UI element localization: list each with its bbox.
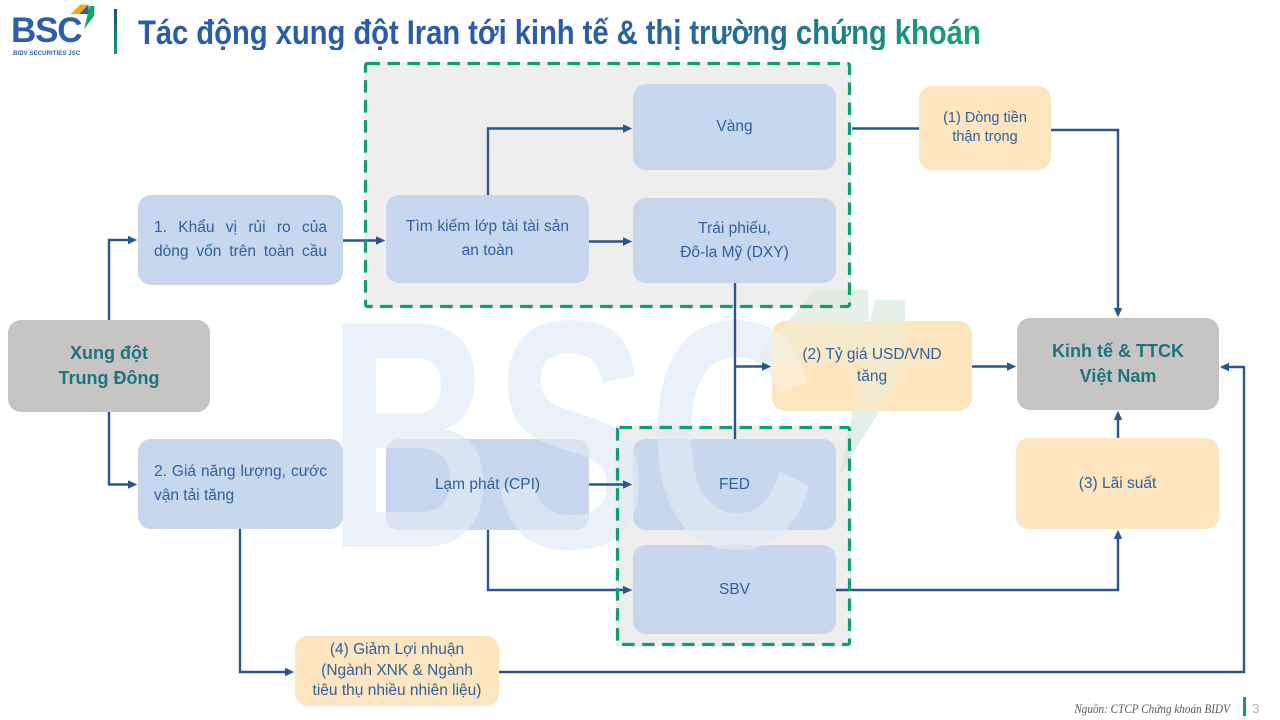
node-label-line: an toàn	[461, 242, 514, 259]
node-dong-tien-than-trong	[919, 86, 1051, 170]
connector-gianang-to-giamloi	[238, 529, 295, 677]
node-sbv	[633, 545, 836, 634]
node-label-sbv: SBV	[633, 545, 836, 634]
node-label-line: Đô-la Mỹ (DXY)	[680, 243, 789, 261]
bsc-logo-subtext: BIDV SECURITIES JSC	[13, 50, 81, 57]
bsc-logo-check-icon	[70, 4, 95, 29]
slide-title: Tác động xung đột Iran tới kinh tế & thị…	[138, 14, 981, 52]
node-label-line: Lạm phát (CPI)	[434, 475, 541, 493]
node-xung-dot-trung-dong	[8, 320, 210, 412]
node-label-line: Tìm kiếm lớp tài tài sản	[406, 218, 569, 236]
bsc-logo-text: BSC	[11, 11, 83, 50]
connector-lamphat-to-sbv	[486, 530, 633, 595]
node-label-line: dòng vốn trên toàn cầu	[154, 243, 327, 260]
source-note: Nguồn: CTCP Chứng khoán BIDV	[1074, 700, 1230, 716]
connector-sbv-to-laisuat	[836, 529, 1123, 592]
node-lai-suat	[1016, 438, 1219, 529]
node-kinh-te-ttck-viet-nam	[1017, 318, 1219, 410]
node-label-giam-loi: (4) Giảm Lợi nhuận (Ngành XNK & Ngành ti…	[295, 636, 499, 706]
node-label-lai-suat: (3) Lãi suất	[1016, 438, 1219, 529]
node-label-vang: Vàng	[633, 84, 836, 170]
node-label-kinh-te: Kinh tế & TTCK Việt Nam	[1017, 318, 1219, 410]
page-number: 3	[1252, 701, 1260, 716]
node-label-line: SBV	[718, 580, 750, 598]
node-ty-gia-usd-vnd	[772, 321, 972, 411]
node-label-line: 2. Giá năng lượng, cước	[154, 463, 327, 481]
node-tim-kiem-tai-san-an-toan	[386, 195, 589, 283]
node-gia-nang-luong	[138, 439, 343, 529]
connector-xungdot-to-gianang	[107, 412, 138, 489]
node-fed	[633, 439, 836, 530]
node-label-fed: FED	[633, 439, 836, 530]
node-label-line: Việt Nam	[1079, 366, 1157, 386]
node-label-line: vận tải tăng	[154, 487, 235, 504]
node-label-line: Kinh tế & TTCK	[1052, 340, 1184, 361]
node-label-lam-phat: Lạm phát (CPI)	[386, 439, 589, 530]
node-label-line: (1) Dòng tiền	[943, 110, 1027, 127]
node-label-line: (Ngành XNK & Ngành	[321, 661, 473, 679]
node-label-xung-dot: Xung đột Trung Đông	[8, 320, 210, 412]
node-label-dong-tien: (1) Dòng tiền thận trọng	[919, 86, 1051, 170]
node-label-line: 1. Khẩu vị rủi ro của	[154, 219, 327, 237]
node-vang	[633, 84, 836, 170]
node-label-line: Trung Đông	[58, 368, 160, 388]
node-label-line: thận trọng	[952, 129, 1018, 145]
connector-giamloi-to-kinhte	[499, 362, 1246, 674]
node-label-line: Trái phiếu,	[698, 219, 771, 237]
node-label-line: tiêu thụ nhiều nhiên liệu)	[312, 682, 482, 700]
node-label-line: (4) Giảm Lợi nhuận	[329, 641, 465, 659]
node-label-trai-phieu: Trái phiếu, Đô-la Mỹ (DXY)	[633, 198, 836, 283]
node-label-khau-vi: 1. Khẩu vị rủi ro của dòng vốn trên toàn…	[138, 195, 343, 285]
node-khau-vi-rui-ro	[138, 195, 343, 285]
node-label-line: (2) Tỷ giá USD/VND	[802, 346, 942, 363]
dashed-border-safe-assets	[363, 61, 852, 309]
connector-xungdot-to-khauvi	[107, 235, 138, 320]
node-label-ty-gia: (2) Tỷ giá USD/VND tăng	[772, 321, 972, 411]
node-label-line: Xung đột	[70, 342, 148, 363]
node-label-line: tăng	[856, 368, 888, 385]
header-separator-bar	[114, 9, 118, 54]
node-giam-loi-nhuan	[295, 636, 499, 706]
node-label-line: (3) Lãi suất	[1078, 474, 1157, 492]
node-lam-phat-cpi	[386, 439, 589, 530]
footer-separator-bar	[1243, 697, 1246, 716]
node-label-gia-nang: 2. Giá năng lượng, cước vận tải tăng	[138, 439, 343, 529]
connector-timkiem-to-vang	[486, 124, 633, 195]
node-label-line: Vàng	[716, 118, 753, 136]
connector-dongtien-to-kinhte	[1051, 128, 1123, 318]
dashed-border-central-banks	[615, 425, 852, 647]
node-label-tim-kiem: Tìm kiếm lớp tài tài sản an toàn	[386, 195, 589, 283]
node-trai-phieu-do-la-my	[633, 198, 836, 283]
node-label-line: FED	[719, 475, 750, 493]
